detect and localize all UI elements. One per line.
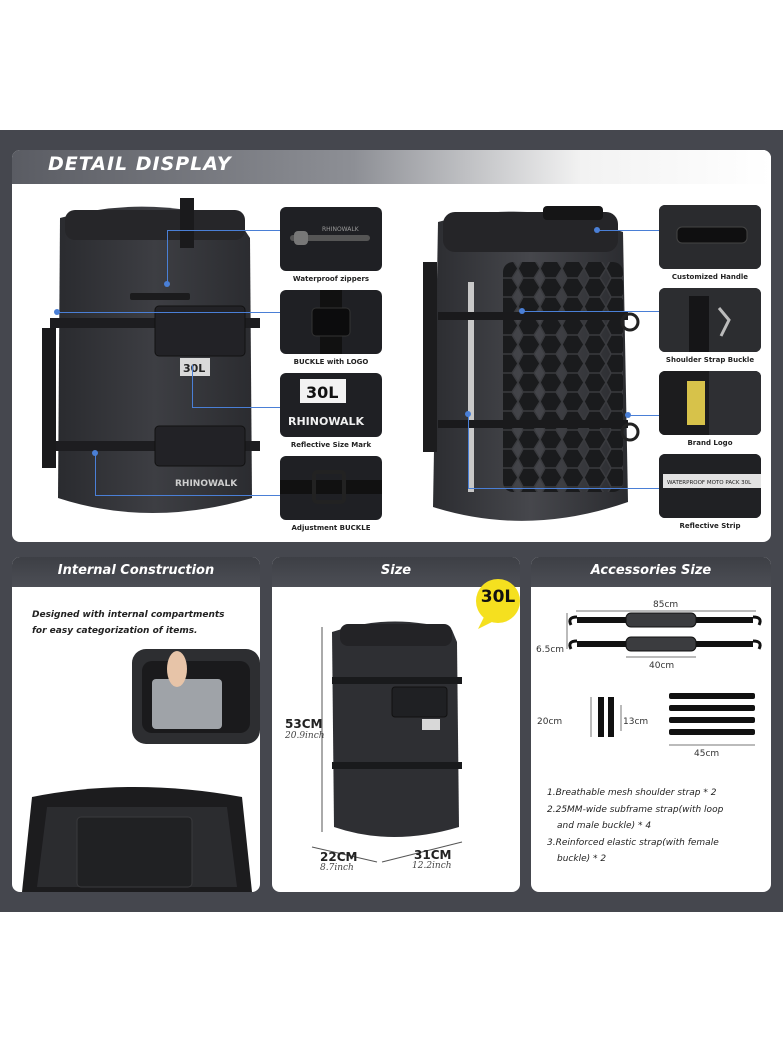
acc-list-item-1: 1.Breathable mesh shoulder strap * 2 — [547, 788, 717, 798]
caption-adjustment-buckle: Adjustment BUCKLE — [291, 524, 371, 532]
size-width-inch: 12.2inch — [412, 861, 452, 871]
thumb-adjustment-buckle — [280, 456, 382, 520]
callout-dot — [594, 227, 600, 233]
internal-description-line2: for easy categorization of items. — [32, 626, 198, 636]
callout-dot — [92, 450, 98, 456]
thumb-waterproof-zippers: RHINOWALK — [280, 207, 382, 271]
bag-front-image: 30L RHINOWALK — [42, 198, 260, 514]
internal-description-line1: Designed with internal compartments — [32, 610, 225, 620]
reflective-strip-text: WATERPROOF MOTO PACK 30L — [667, 480, 752, 486]
product-poster: DETAIL DISPLAY 30L RHINOWALK RHINOWAL — [0, 130, 783, 912]
callout-line — [192, 365, 193, 407]
internal-compartment-image — [22, 649, 260, 892]
svg-text:30L: 30L — [183, 362, 205, 375]
thumb-reflective-strip: WATERPROOF MOTO PACK 30L — [659, 454, 761, 518]
callout-dot — [519, 308, 525, 314]
caption-buckle-logo: BUCKLE with LOGO — [293, 358, 369, 366]
callout-line — [597, 230, 659, 231]
internal-construction-title: Internal Construction — [57, 563, 215, 578]
acc-list-item-2: 2.25MM-wide subframe strap(with loop — [547, 805, 724, 815]
svg-text:RHINOWALK: RHINOWALK — [288, 415, 364, 428]
detail-display-title: DETAIL DISPLAY — [48, 153, 232, 175]
size-badge-icon — [476, 579, 520, 629]
callout-line — [95, 453, 96, 495]
size-header: Size — [272, 557, 520, 587]
callout-line — [468, 414, 469, 488]
detail-display-header: DETAIL DISPLAY — [12, 150, 771, 184]
size-height-inch: 20.9inch — [285, 731, 325, 741]
accessories-header: Accessories Size — [531, 557, 771, 587]
acc-dim-strap-width: 6.5cm — [536, 645, 565, 655]
callout-line — [628, 415, 659, 416]
svg-text:30L: 30L — [306, 383, 338, 402]
callout-dot — [465, 411, 471, 417]
acc-dim-sub-height: 20cm — [537, 717, 563, 727]
accessories-panel: Accessories Size 85cm 6.5cm 40cm — [531, 557, 771, 892]
thumb-reflective-size-mark: 30L RHINOWALK — [280, 373, 382, 437]
size-title: Size — [380, 563, 412, 578]
thumb-buckle-logo — [280, 290, 382, 354]
acc-dim-elastic-length: 45cm — [694, 749, 720, 759]
size-height-cm: 53CM — [285, 717, 323, 731]
accessories-image — [566, 610, 762, 746]
caption-waterproof-zippers: Waterproof zippers — [292, 275, 370, 283]
size-badge: 30L — [480, 587, 516, 607]
size-width-cm: 31CM — [414, 848, 452, 862]
caption-brand-logo: Brand Logo — [687, 439, 733, 447]
acc-list-item-3: 3.Reinforced elastic strap(with female — [547, 838, 719, 848]
bag-back-image — [423, 206, 640, 521]
callout-line — [167, 230, 168, 284]
size-depth-cm: 22CM — [320, 850, 358, 864]
acc-list-item-2-cont: and male buckle) * 4 — [557, 821, 652, 831]
caption-reflective-strip: Reflective Strip — [679, 522, 741, 530]
callout-line — [192, 407, 280, 408]
acc-list-item-3-cont: buckle) * 2 — [557, 854, 607, 864]
internal-construction-panel: Internal Construction Designed with inte… — [12, 557, 260, 892]
accessories-title: Accessories Size — [590, 563, 712, 578]
thumb-shoulder-strap-buckle — [659, 288, 761, 352]
caption-shoulder-strap-buckle: Shoulder Strap Buckle — [665, 356, 755, 364]
size-depth-inch: 8.7inch — [320, 863, 354, 873]
callout-line — [95, 495, 280, 496]
thumb-brand-logo — [659, 371, 761, 435]
caption-reflective-size-mark: Reflective Size Mark — [290, 441, 372, 449]
callout-line — [522, 311, 659, 312]
internal-construction-header: Internal Construction — [12, 557, 260, 587]
callout-line — [167, 230, 280, 231]
callout-line — [468, 488, 659, 489]
callout-dot — [54, 309, 60, 315]
callout-dot — [164, 281, 170, 287]
callout-line — [57, 312, 280, 313]
svg-text:RHINOWALK: RHINOWALK — [175, 479, 238, 489]
size-panel: Size 30L 53CM 20.9inch 22CM 8.7inch 31CM… — [272, 557, 520, 892]
acc-dim-strap-length: 85cm — [653, 600, 679, 610]
size-bag-image — [311, 621, 463, 863]
caption-customized-handle: Customized Handle — [671, 273, 749, 281]
detail-display-panel: DETAIL DISPLAY 30L RHINOWALK RHINOWAL — [12, 150, 771, 542]
callout-dot — [625, 412, 631, 418]
thumb-customized-handle — [659, 205, 761, 269]
svg-text:RHINOWALK: RHINOWALK — [322, 226, 360, 233]
acc-dim-sub-short: 13cm — [623, 717, 649, 727]
acc-dim-pad-length: 40cm — [649, 661, 675, 671]
